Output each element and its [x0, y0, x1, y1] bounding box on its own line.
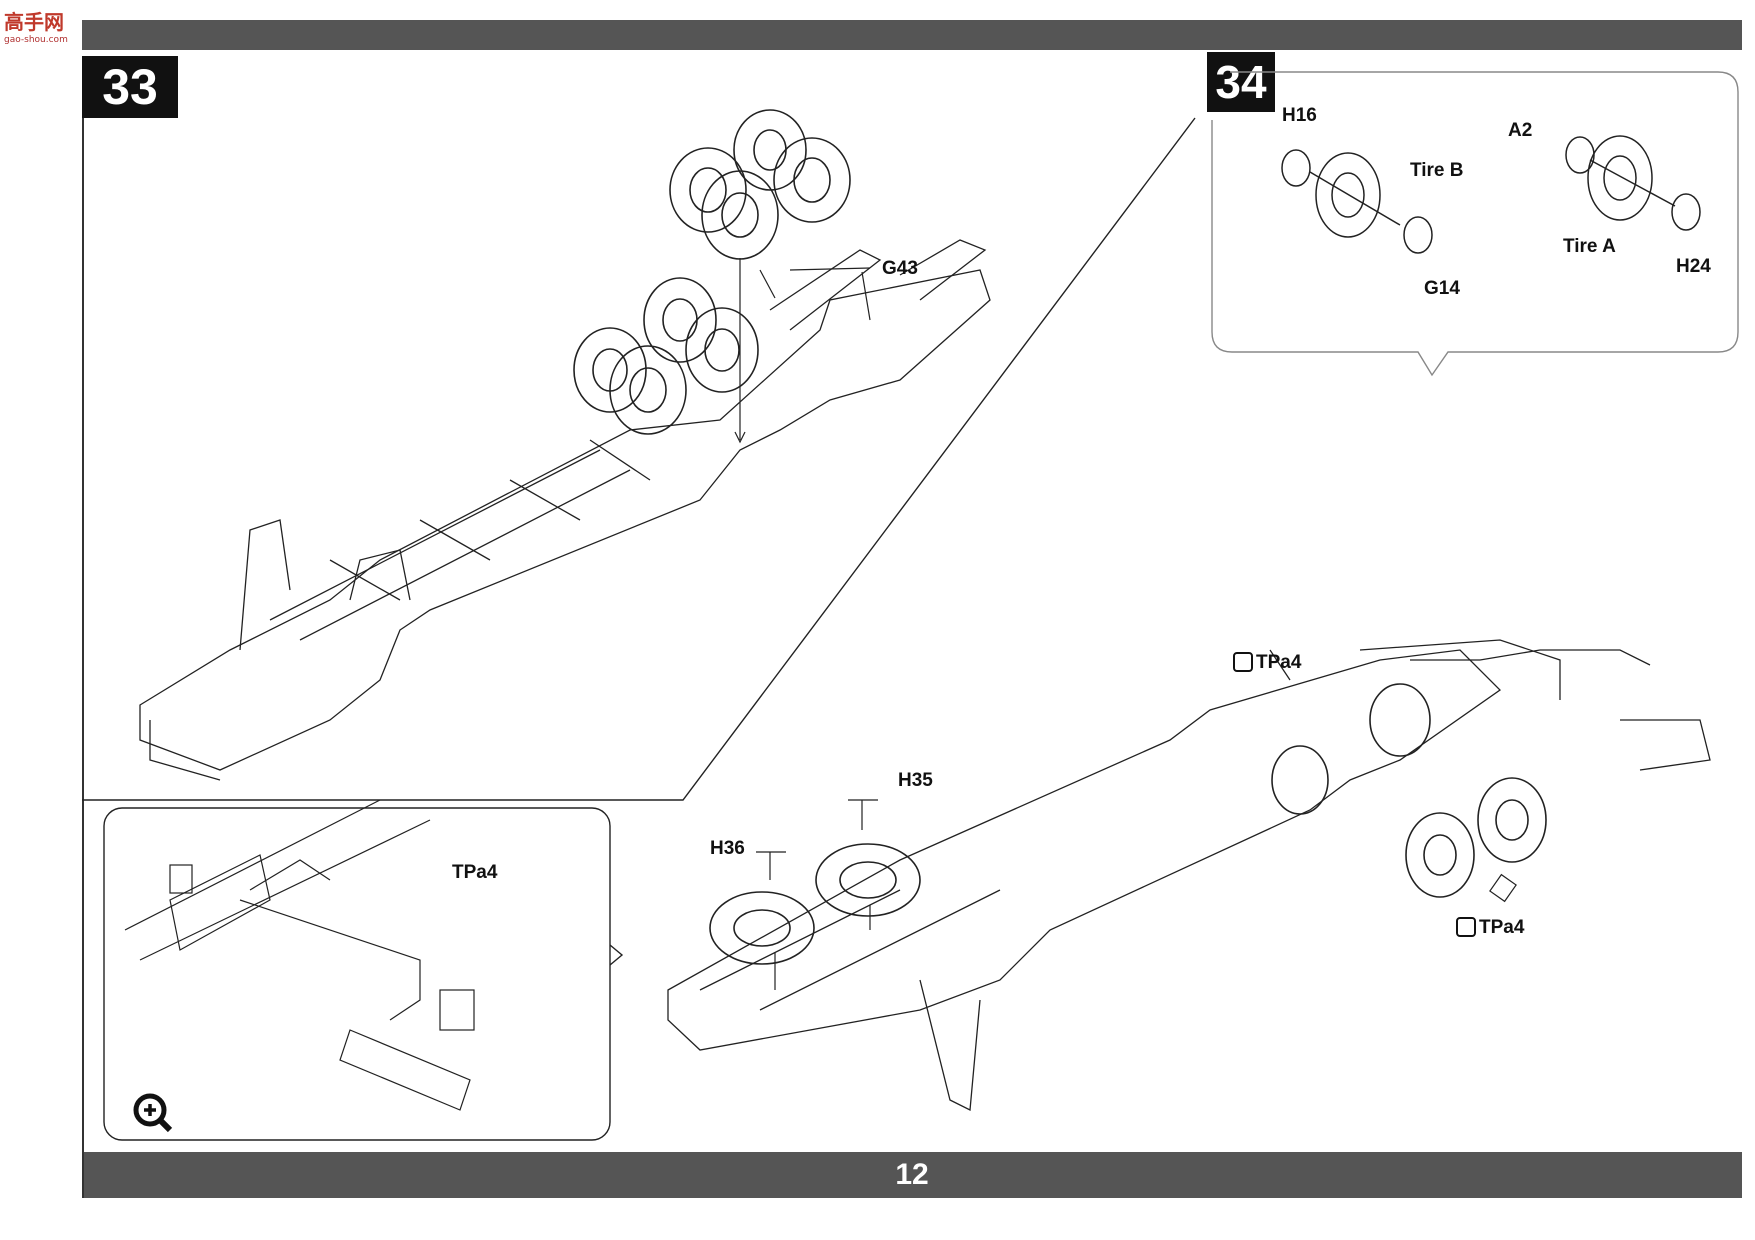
step-34-callout-bubble [1211, 71, 1739, 377]
label-tpa4-side: TPa4 [1479, 917, 1525, 938]
label-h36: H36 [710, 838, 745, 859]
detail-inset-drawing [124, 799, 475, 1111]
detail-inset-frame [103, 807, 611, 1141]
logo-title: 高手网 [4, 10, 64, 34]
trailer-assembled-step33 [667, 639, 1711, 1112]
magnify-plus-icon [133, 1093, 173, 1133]
step-divider-line [82, 117, 1196, 801]
tire-parts-step34 [1281, 135, 1701, 254]
label-h35: H35 [898, 770, 933, 791]
site-logo: 高手网 gao-shou.com [4, 6, 74, 45]
label-h16: H16 [1282, 105, 1317, 126]
left-margin-rule [82, 118, 84, 1198]
wheels-step33 [573, 109, 851, 435]
top-header-bar [82, 20, 1742, 50]
label-h24: H24 [1676, 256, 1711, 277]
page-number: 12 [895, 1158, 929, 1191]
label-g43: G43 [882, 258, 918, 279]
label-tpa4-top: TPa4 [1256, 652, 1302, 673]
label-a2: A2 [1508, 120, 1533, 141]
label-tire-b: Tire B [1410, 160, 1464, 181]
step-33-badge: 33 [82, 56, 178, 118]
logo-subtitle: gao-shou.com [4, 35, 68, 45]
label-tire-a: Tire A [1563, 236, 1616, 257]
decal-icon [1233, 652, 1476, 937]
detail-inset-tab [609, 944, 624, 966]
label-g14: G14 [1424, 278, 1460, 299]
step-34-badge: 34 [1207, 52, 1275, 112]
trailer-frame-step33 [139, 239, 991, 781]
label-tpa4-detail: TPa4 [452, 862, 498, 883]
bottom-footer-bar: 12 [82, 1152, 1742, 1198]
wheels-step33-lower [709, 683, 1547, 965]
